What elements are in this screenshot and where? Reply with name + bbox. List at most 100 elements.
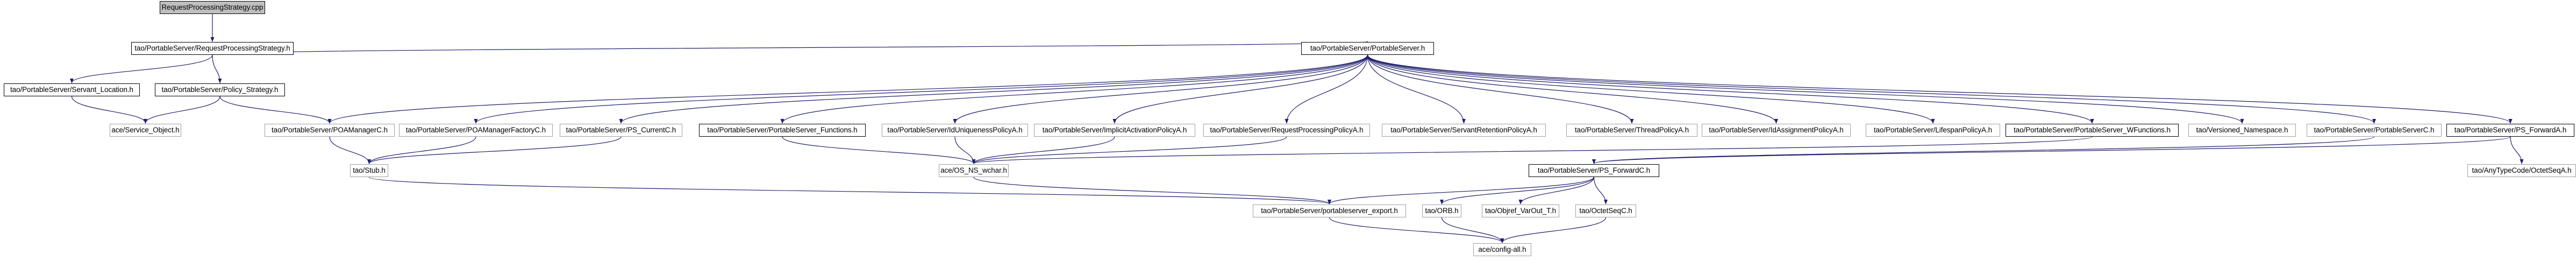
graph-node-label: ace/Service_Object.h <box>111 126 180 135</box>
graph-edge <box>327 54 1368 124</box>
graph-node[interactable]: tao/PortableServer/ServantRetentionPolic… <box>1382 124 1546 137</box>
graph-node-label: tao/PortableServer/POAManagerFactoryC.h <box>405 126 546 135</box>
graph-node-label: tao/PortableServer/PortableServer.h <box>1310 44 1425 53</box>
graph-edge <box>1500 217 1607 243</box>
graph-edge <box>1518 177 1595 204</box>
graph-node[interactable]: tao/AnyTypeCode/OctetSeqA.h <box>2467 164 2576 177</box>
graph-node[interactable]: tao/PortableServer/PortableServer.h <box>1301 42 1434 55</box>
graph-node[interactable]: ace/config-all.h <box>1473 243 1531 256</box>
graph-edge <box>972 136 1287 164</box>
graph-node-label: ace/OS_NS_wchar.h <box>940 166 1007 175</box>
graph-edge <box>212 54 222 83</box>
graph-node-label: tao/ORB.h <box>1425 207 1459 215</box>
graph-edge <box>368 177 1331 204</box>
graph-edge <box>954 136 976 164</box>
graph-node[interactable]: tao/PortableServer/IdAssignmentPolicyA.h <box>1702 124 1851 137</box>
graph-node-label: tao/PortableServer/PS_ForwardA.h <box>2454 126 2567 135</box>
graph-node[interactable]: tao/OctetSeqC.h <box>1575 204 1636 217</box>
graph-node[interactable]: tao/PortableServer/portableserver_export… <box>1253 204 1406 217</box>
graph-node[interactable]: tao/PortableServer/Policy_Strategy.h <box>155 83 285 96</box>
graph-node-label: tao/PortableServer/Servant_Location.h <box>10 86 133 94</box>
graph-node-label: RequestProcessingStrategy.cpp <box>161 3 263 12</box>
graph-edge <box>70 54 213 83</box>
graph-edge <box>1367 54 2513 124</box>
graph-edge <box>973 177 1331 204</box>
graph-node[interactable]: tao/ORB.h <box>1422 204 1461 217</box>
graph-edge <box>1592 136 2375 164</box>
graph-edge <box>144 96 220 124</box>
graph-edge <box>1112 54 1368 124</box>
graph-edge <box>1367 54 2244 124</box>
graph-node-root[interactable]: RequestProcessingStrategy.cpp <box>160 1 265 14</box>
graph-node[interactable]: tao/PortableServer/PortableServerC.h <box>2307 124 2442 137</box>
graph-node[interactable]: tao/PortableServer/PortableServer_Functi… <box>699 124 866 137</box>
graph-node-label: ace/config-all.h <box>1478 245 1526 254</box>
graph-node-label: tao/PortableServer/Policy_Strategy.h <box>161 86 279 94</box>
graph-node[interactable]: tao/PortableServer/PortableServer_WFunct… <box>2006 124 2179 137</box>
graph-node[interactable]: tao/Stub.h <box>350 164 388 177</box>
graph-node[interactable]: tao/PortableServer/RequestProcessingStra… <box>131 42 294 55</box>
graph-edge <box>1328 177 1595 204</box>
graph-node-label: tao/PortableServer/portableserver_export… <box>1261 207 1398 215</box>
graph-edge <box>1367 54 1935 124</box>
graph-edge <box>1441 217 1504 243</box>
graph-node-label: tao/PortableServer/RequestProcessingPoli… <box>1210 126 1364 135</box>
graph-edge <box>782 136 976 164</box>
graph-edge <box>71 96 147 124</box>
graph-edge <box>780 54 1368 124</box>
graph-node-label: tao/Objref_VarOut_T.h <box>1485 207 1556 215</box>
graph-node-label: tao/PortableServer/IdUniquenessPolicyA.h <box>887 126 1023 135</box>
graph-edge <box>1367 54 2094 124</box>
graph-node[interactable]: tao/PortableServer/POAManagerC.h <box>265 124 395 137</box>
graph-node-label: tao/PortableServer/PS_ForwardC.h <box>1537 166 1651 175</box>
graph-node-label: tao/PortableServer/IdAssignmentPolicyA.h <box>1709 126 1844 135</box>
graph-node-label: tao/PortableServer/ImplicitActivationPol… <box>1042 126 1187 135</box>
graph-edge <box>972 136 1115 164</box>
graph-edge <box>212 41 1369 55</box>
graph-node[interactable]: tao/PortableServer/ImplicitActivationPol… <box>1034 124 1195 137</box>
graph-edge <box>1367 54 1778 124</box>
graph-node[interactable]: tao/PortableServer/POAManagerFactoryC.h <box>399 124 553 137</box>
graph-node-label: tao/PortableServer/LifespanPolicyA.h <box>1873 126 1993 135</box>
graph-node[interactable]: tao/PortableServer/RequestProcessingPoli… <box>1203 124 1370 137</box>
graph-edge <box>219 96 332 124</box>
graph-node-label: tao/PortableServer/PortableServer_WFunct… <box>2014 126 2171 135</box>
graph-node[interactable]: tao/PortableServer/PS_ForwardA.h <box>2446 124 2574 137</box>
graph-edge <box>2510 136 2524 164</box>
graph-node-label: tao/PortableServer/ServantRetentionPolic… <box>1390 126 1537 135</box>
graph-node-label: tao/AnyTypeCode/OctetSeqA.h <box>2472 166 2572 175</box>
graph-node-label: tao/PortableServer/ThreadPolicyA.h <box>1575 126 1689 135</box>
graph-node-label: tao/PortableServer/PortableServerC.h <box>2314 126 2435 135</box>
graph-node[interactable]: ace/OS_NS_wchar.h <box>939 164 1009 177</box>
graph-node[interactable]: tao/PortableServer/Servant_Location.h <box>4 83 140 96</box>
graph-edge <box>474 54 1368 124</box>
graph-edge <box>367 136 476 164</box>
graph-node[interactable]: tao/PortableServer/PS_CurrentC.h <box>560 124 682 137</box>
graph-edge <box>1285 54 1368 124</box>
graph-edge <box>1593 177 1608 204</box>
graph-node-label: tao/OctetSeqC.h <box>1579 207 1632 215</box>
graph-node[interactable]: tao/PortableServer/LifespanPolicyA.h <box>1866 124 2000 137</box>
graph-edge <box>953 54 1368 124</box>
graph-edge <box>1367 54 1466 124</box>
graph-node[interactable]: tao/Versioned_Namespace.h <box>2188 124 2296 137</box>
graph-node[interactable]: tao/Objref_VarOut_T.h <box>1482 204 1559 217</box>
graph-node[interactable]: tao/PortableServer/IdUniquenessPolicyA.h <box>882 124 1028 137</box>
graph-edge <box>1367 54 2376 124</box>
graph-edge <box>329 136 371 164</box>
graph-edge <box>1592 136 2511 164</box>
graph-node-label: tao/PortableServer/PortableServer_Functi… <box>707 126 858 135</box>
graph-edge <box>1440 177 1595 204</box>
graph-edge <box>619 54 1368 124</box>
graph-node[interactable]: tao/PortableServer/PS_ForwardC.h <box>1529 164 1659 177</box>
graph-node[interactable]: tao/PortableServer/ThreadPolicyA.h <box>1566 124 1697 137</box>
graph-edge <box>367 136 622 164</box>
graph-node-label: tao/Stub.h <box>353 166 386 175</box>
graph-node-label: tao/Versioned_Namespace.h <box>2196 126 2288 135</box>
graph-edge <box>972 136 2093 164</box>
graph-node[interactable]: ace/Service_Object.h <box>110 124 181 137</box>
graph-node-label: tao/PortableServer/PS_CurrentC.h <box>566 126 676 135</box>
graph-edge <box>1367 54 1634 124</box>
graph-edge <box>1329 217 1504 243</box>
